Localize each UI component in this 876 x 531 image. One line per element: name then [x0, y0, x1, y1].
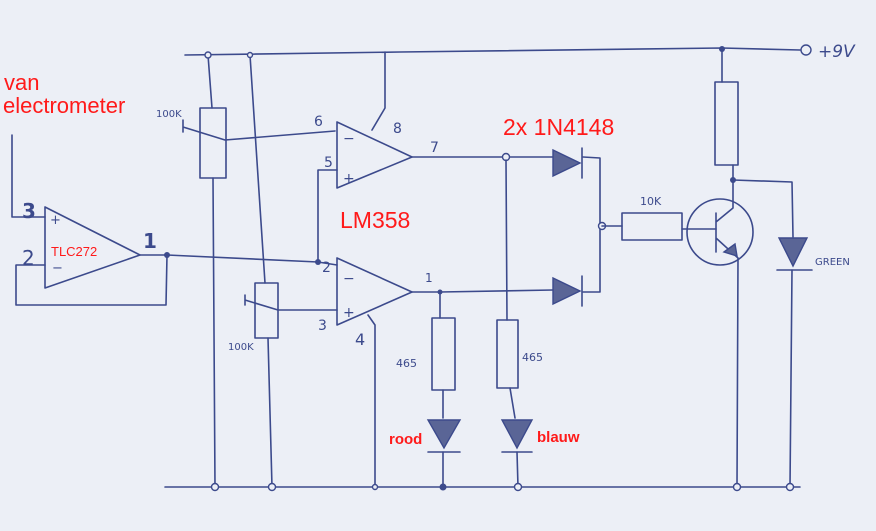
lm-a-minus: −	[343, 131, 355, 147]
tlc-plus-input	[11, 134, 46, 218]
ground-junctions	[204, 51, 795, 492]
transistor-npn	[686, 198, 754, 266]
pot-top-wire	[207, 54, 216, 488]
tlc-output	[139, 254, 338, 266]
pot-top-wiper	[182, 119, 336, 141]
lm-b-minus: −	[343, 271, 355, 287]
pot-bottom-label: 100K	[228, 342, 254, 353]
tlc272-label: TLC272	[51, 244, 97, 259]
pin3-label: 3	[318, 318, 327, 334]
lm-a-plus: +	[343, 171, 355, 187]
tlc-feedback	[15, 254, 168, 306]
tlc-minus-sign: −	[52, 261, 63, 276]
opamp-b-output	[411, 289, 554, 293]
pot-top	[199, 107, 227, 179]
pin4-label: 4	[355, 330, 365, 349]
led-green	[777, 237, 809, 268]
pin4-wire	[367, 314, 376, 488]
pot-bottom	[254, 282, 279, 339]
red-branch-wire	[439, 291, 444, 488]
pin8-label: 8	[393, 121, 402, 137]
pot-bottom-wiper	[244, 294, 338, 311]
diodes-label: 2x 1N4148	[503, 114, 614, 140]
green-led-wire	[732, 179, 794, 488]
diode-lower	[552, 276, 582, 306]
emitter-arrow	[722, 242, 738, 258]
collector-resistor	[714, 81, 739, 166]
led-red	[426, 419, 462, 450]
lm358-opamp-a	[336, 121, 413, 189]
res-base-label: 10K	[640, 195, 662, 208]
base-wire	[601, 225, 717, 230]
tlc272-opamp	[44, 206, 141, 289]
pin1-label: 1	[425, 271, 433, 285]
supply-terminal	[800, 44, 812, 56]
lm358-label: LM358	[340, 207, 410, 233]
pin2-label: 2	[322, 260, 331, 276]
tlc-pin-out: 1	[143, 229, 157, 253]
pin6-label: 6	[314, 114, 323, 130]
lm358-opamp-b	[336, 257, 413, 326]
tlc-pin-plus: 3	[22, 199, 36, 223]
resistor-10k	[621, 212, 683, 241]
source-label-line2: electrometer	[3, 93, 125, 118]
supply-rail	[184, 47, 801, 56]
res-blue-label: 465	[522, 351, 543, 364]
pin5-wire	[317, 169, 338, 263]
led-blue	[500, 419, 534, 450]
junction	[315, 259, 321, 265]
junction	[164, 252, 170, 258]
led-green-label: GREEN	[815, 257, 850, 268]
resistor-465-red	[431, 317, 456, 391]
led-red-label: rood	[389, 431, 422, 448]
res-red-label: 465	[396, 357, 417, 370]
pin7-label: 7	[430, 140, 439, 156]
resistor-465-blue	[496, 319, 519, 389]
pin8-wire	[371, 51, 386, 131]
lm-b-plus: +	[343, 305, 355, 321]
tlc-pin-minus: 2	[22, 246, 35, 270]
pot-bottom-wire	[249, 54, 273, 488]
led-blue-label: blauw	[537, 429, 580, 446]
blue-branch-wire	[505, 159, 519, 488]
junction	[719, 46, 725, 52]
source-label-line1: van	[4, 70, 39, 95]
supply-label: +9V	[818, 42, 856, 62]
pot-top-label: 100K	[156, 109, 182, 120]
diode-upper	[552, 148, 582, 178]
pin5-label: 5	[324, 155, 333, 171]
tlc-plus-sign: +	[50, 213, 61, 228]
transistor-internals	[715, 164, 739, 488]
